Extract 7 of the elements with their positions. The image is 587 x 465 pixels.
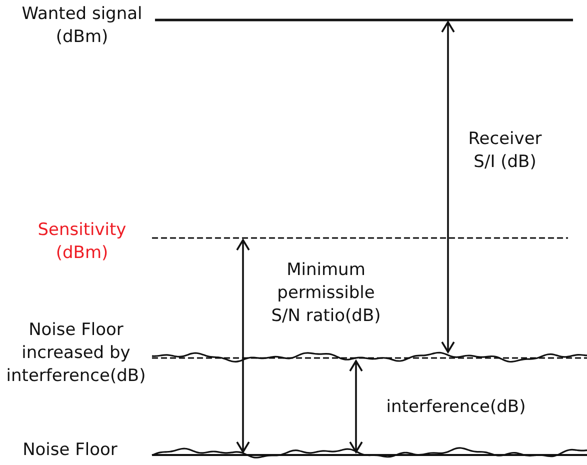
sensitivity-label: Sensitivity (dBm) — [36, 219, 128, 265]
dimension-label: Minimum permissible S/N ratio(dB) — [270, 259, 382, 328]
level-label: Noise Floor — [22, 439, 118, 462]
dimension-label: Receiver S/I (dB) — [467, 128, 543, 174]
level-label: Wanted signal (dBm) — [20, 3, 144, 49]
level-label: Noise Floor increased by interference(dB) — [5, 319, 147, 388]
dimension-label: interference(dB) — [385, 396, 527, 419]
